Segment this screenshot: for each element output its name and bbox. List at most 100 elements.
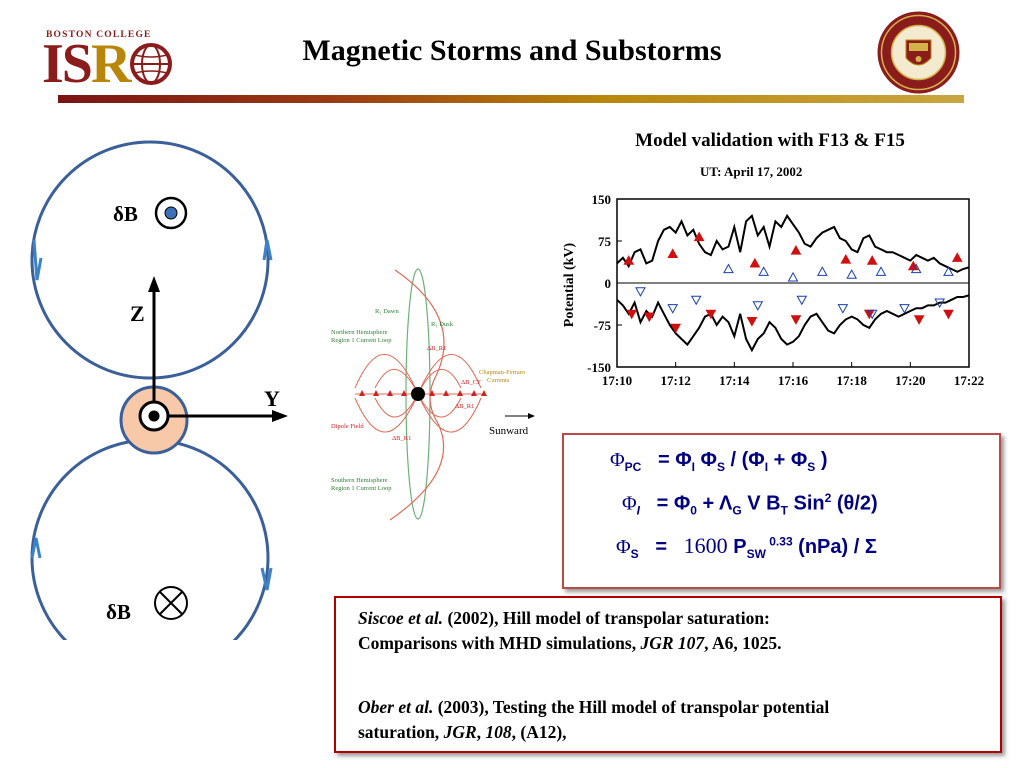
red-triangle-down — [643, 312, 655, 323]
dipole-field-label: Dipole Field — [331, 423, 364, 430]
loop-arrow-icon — [30, 537, 42, 559]
blue-triangle-down — [752, 301, 764, 311]
blue-triangle-down — [635, 287, 646, 297]
chart-markers — [623, 231, 963, 334]
x-tick-label: 17:14 — [719, 373, 750, 388]
x-tick-label: 17:10 — [602, 373, 632, 388]
delta-b-top-label: δB — [113, 202, 138, 226]
x-tick-label: 17:18 — [836, 373, 867, 388]
blue-triangle-down — [837, 304, 849, 314]
db-r1-bottom-label: ΔB_R1 — [392, 435, 411, 442]
field-current-diagram: R₁ Dawn R₁ Dusk Northern Hemisphere Regi… — [331, 268, 535, 521]
magnetopause-curve — [389, 269, 445, 521]
chart-subtitle: UT: April 17, 2002 — [700, 164, 803, 179]
red-triangle-up — [790, 244, 802, 255]
x-tick-label: 17:22 — [954, 373, 984, 388]
y-axis-arrow-icon — [272, 410, 288, 422]
blue-triangle-down — [690, 295, 702, 306]
db-r1-right-label: ΔB_R1 — [455, 403, 474, 410]
blue-triangle-down — [899, 304, 910, 314]
db-cf-label: ΔB_CF — [461, 379, 481, 386]
red-triangle-up — [840, 253, 852, 264]
isr-logo: BOSTON COLLEGE ISR — [42, 30, 187, 92]
logo-letters-r: R — [90, 33, 131, 95]
r1-dusk-label: R₁ Dusk — [431, 321, 454, 328]
loop-arrow-icon — [262, 239, 273, 261]
college-seal-icon — [877, 11, 960, 94]
references-box: Siscoe et al. (2002), Hill model of tran… — [334, 596, 1002, 753]
sunward-arrow-icon — [528, 413, 535, 419]
blue-triangle-down — [796, 295, 808, 306]
current-loop-diagram: δB δB Z Y — [30, 140, 288, 640]
blue-triangle-down — [866, 309, 878, 320]
red-triangle-down — [943, 309, 954, 320]
red-triangle-down — [626, 309, 638, 320]
z-axis-arrow-icon — [148, 276, 160, 292]
y-tick-label: -75 — [594, 318, 612, 333]
loop-arrow-icon — [32, 239, 43, 281]
lower-current-loop — [30, 438, 270, 640]
north-loop-label-1: Northern Hemisphere — [331, 329, 388, 336]
y-tick-label: 75 — [598, 234, 612, 249]
y-tick-label: 150 — [592, 192, 612, 207]
red-triangle-up — [866, 255, 878, 265]
globe-icon — [130, 43, 173, 85]
logo-small-text: BOSTON COLLEGE — [46, 30, 152, 40]
logo-letters: ISR — [42, 36, 173, 92]
south-loop-label-1: Southern Hemisphere — [331, 477, 388, 484]
chart-series — [616, 213, 970, 353]
blue-triangle-up — [875, 266, 887, 276]
series-line-1 — [616, 213, 970, 273]
db-r1-top-label: ΔB_R1 — [427, 345, 446, 352]
field-arrows — [359, 390, 487, 396]
red-triangle-down — [790, 315, 802, 325]
title-divider — [58, 95, 964, 103]
blue-triangle-up — [723, 263, 734, 274]
logo-letters-is: IS — [42, 33, 93, 95]
blue-triangle-down — [667, 304, 679, 314]
chapman-ferraro-label-1: Chapman-Ferraro — [479, 369, 525, 376]
earth-dot-icon — [411, 387, 425, 401]
x-tick-label: 17:12 — [660, 373, 690, 388]
red-triangle-down — [705, 309, 717, 320]
r1-dawn-label: R₁ Dawn — [375, 308, 399, 315]
red-triangle-up — [623, 255, 635, 265]
blue-triangle-up — [816, 266, 828, 276]
page-title: Magnetic Storms and Substorms — [302, 34, 722, 67]
blue-triangle-up — [943, 266, 954, 276]
loop-arrow-icon — [260, 567, 273, 591]
y-tick-label: -150 — [587, 360, 611, 375]
equation-pc: ΦPC = ΦI ΦS / (ΦI + ΦS ) — [610, 449, 828, 474]
equation-s: ΦS = 1600 PSW 0.33 (nPa) / Σ — [616, 533, 877, 561]
series-line-2 — [616, 294, 970, 353]
reference-ober: Ober et al. (2003), Testing the Hill mod… — [358, 697, 830, 742]
blue-triangle-up — [787, 271, 799, 282]
x-tick-label: 17:20 — [895, 373, 925, 388]
y-axis-label: Y — [264, 386, 280, 411]
red-triangle-up — [749, 257, 761, 268]
red-triangle-down — [913, 315, 925, 325]
upper-current-loop — [30, 140, 270, 380]
red-triangle-up — [693, 231, 705, 242]
chart-title: Model validation with F13 & F15 — [635, 130, 905, 151]
red-triangle-up — [951, 252, 963, 262]
blue-triangle-up — [758, 266, 770, 276]
z-axis-label: Z — [130, 301, 145, 326]
blue-triangle-up — [846, 269, 858, 279]
red-triangle-down — [670, 323, 682, 334]
north-loop-label-2: Region 1 Current Loop — [331, 337, 391, 344]
equation-box: ΦPC = ΦI ΦS / (ΦI + ΦS ) ΦI = Φ0 + ΛG V … — [562, 433, 1001, 589]
red-triangle-down — [746, 316, 758, 327]
delta-b-bottom-label: δB — [106, 600, 131, 624]
red-triangle-up — [667, 248, 679, 258]
x-tick-label: 17:16 — [778, 373, 809, 388]
south-loop-label-2: Region 1 Current Loop — [331, 485, 391, 492]
equation-i: ΦI = Φ0 + ΛG V BT Sin2 (θ/2) — [622, 491, 878, 518]
reference-siscoe: Siscoe et al. (2002), Hill model of tran… — [358, 608, 782, 653]
blue-triangle-down — [934, 298, 946, 309]
y-tick-label: 0 — [605, 276, 612, 291]
sunward-label: Sunward — [489, 425, 529, 437]
y-axis-label: Potential (kV) — [562, 242, 577, 327]
